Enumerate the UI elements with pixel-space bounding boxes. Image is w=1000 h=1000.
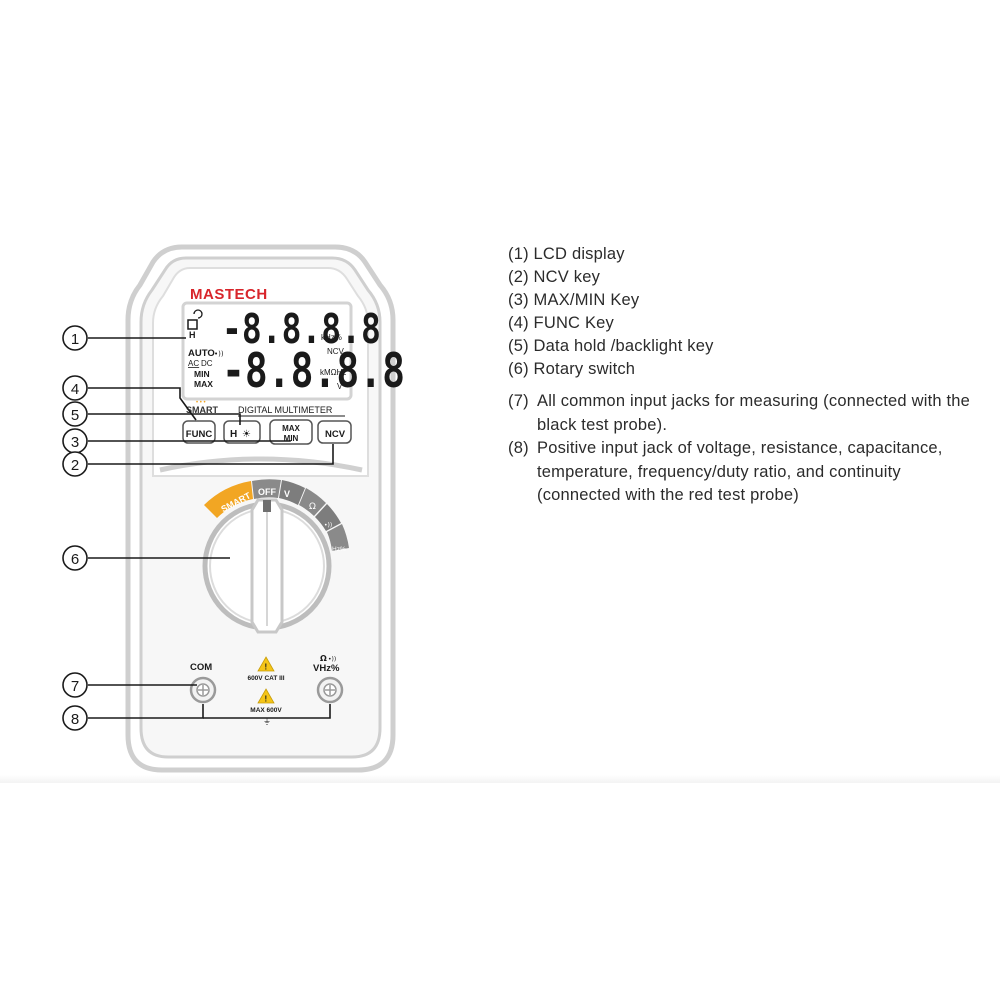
lcd-top-unit: kHz% (321, 333, 342, 342)
cat-rating-label: 600V CAT III (247, 675, 284, 682)
dial-volt-label: V (284, 489, 290, 499)
hold-icon: H (230, 429, 237, 440)
smart-dots: • • • (196, 400, 206, 406)
warning-icon-2: ! (257, 688, 275, 704)
dial-segment-volt (279, 480, 305, 505)
callout-3: 3 (62, 428, 88, 454)
legend-item-func: (4) FUNC Key (508, 314, 614, 332)
callout-7: 7 (62, 672, 88, 698)
callout-6-number: 6 (71, 551, 79, 568)
lcd-hold-indicator: H (189, 330, 196, 340)
callout-5: 5 (62, 401, 88, 427)
warning-icon: ! (257, 656, 275, 672)
callout-5-number: 5 (71, 407, 79, 424)
model-label: DIGITAL MULTIMETER (238, 405, 333, 415)
com-jack[interactable] (189, 676, 217, 704)
legend-item-hold: (5) Data hold /backlight key (508, 337, 714, 355)
legend-note-8-text: Positive input jack of voltage, resistan… (537, 439, 943, 504)
dial-segment-smart (204, 481, 253, 518)
smart-logo-small: SMART (186, 405, 218, 415)
svg-text:!: ! (265, 695, 268, 704)
dial-hz-label: Hz% (332, 546, 346, 553)
legend-note-7-text: All common input jacks for measuring (co… (537, 392, 971, 434)
callout-3-number: 3 (71, 434, 79, 451)
callout-1: 1 (62, 325, 88, 351)
lcd-max-label: MAX (194, 379, 213, 389)
maxmin-button-bottom: MIN (284, 434, 299, 443)
maxmin-button-top: MAX (282, 424, 300, 433)
legend-item-lcd: (1) LCD display (508, 245, 625, 263)
max-voltage-label: MAX 600V (250, 707, 282, 714)
ncv-button-label: NCV (325, 429, 346, 440)
callout-1-number: 1 (71, 331, 79, 348)
dial-sound-icon: •)) (324, 522, 332, 529)
func-button[interactable]: FUNC (182, 420, 216, 444)
sound-mini-icon: •)) (328, 656, 336, 663)
leader-lines (88, 337, 334, 719)
jack-area: COM Ω •)) VHz% ! 600V CAT III ! MAX 600V… (189, 654, 344, 726)
model-label-strip: SMART • • • DIGITAL MULTIMETER (186, 400, 345, 417)
lcd-bottom-unit: kMΩHz (320, 368, 346, 377)
panel-divider-arc (159, 456, 363, 473)
rotary-switch[interactable]: SMART OFF V Ω •)) Hz% (202, 479, 349, 634)
lcd-ncv-unit: NCV (327, 347, 345, 356)
dial-segment-ohm (299, 488, 326, 516)
legend-item-maxmin: (3) MAX/MIN Key (508, 291, 640, 309)
legend-item-rotary: (6) Rotary switch (508, 360, 636, 378)
lcd-indicator-icons: H (187, 309, 203, 340)
lcd-sound-icon: •)) (214, 350, 224, 358)
ncv-button[interactable]: NCV (317, 420, 352, 444)
lcd-top-digits: -8.8.8.8 (222, 304, 381, 353)
maxmin-button[interactable]: MAX MIN (269, 419, 313, 445)
brand-logo: MASTECH (190, 286, 268, 303)
dial-segment-off (252, 479, 281, 499)
bottom-fade (0, 775, 1000, 783)
hold-backlight-button[interactable]: H ☀ (223, 420, 261, 444)
lcd-display: -8.8.8.8 -8.8.8.8 kHz% NCV kMΩHz V AUTO … (181, 301, 405, 401)
func-button-label: FUNC (186, 429, 213, 440)
ohm-sound-label: Ω (320, 654, 327, 663)
callout-8: 8 (62, 705, 88, 731)
callout-6: 6 (62, 545, 88, 571)
svg-text:!: ! (265, 663, 268, 672)
callout-2: 2 (62, 451, 88, 477)
lcd-ac-label: AC (188, 359, 199, 368)
vhz-jack[interactable] (316, 676, 344, 704)
callout-8-number: 8 (71, 711, 79, 728)
legend: (1) LCD display (2) NCV key (3) MAX/MIN … (508, 243, 978, 508)
lcd-bottom-digits: -8.8.8.8 (222, 344, 405, 399)
legend-note-7-number: (7) (508, 392, 529, 410)
dial-segment-sound (315, 504, 341, 531)
dial-off-label: OFF (258, 487, 276, 497)
legend-note-8: (8) Positive input jack of voltage, resi… (508, 437, 978, 508)
vhz-label: VHz% (313, 663, 340, 674)
ground-icon: ⏚ (263, 717, 271, 726)
dial-ohm-label: Ω (309, 502, 316, 512)
lcd-dc-label: DC (201, 359, 213, 368)
legend-note-8-number: (8) (508, 439, 529, 457)
callout-4: 4 (62, 375, 88, 401)
dial-segment-hz (327, 524, 349, 551)
backlight-icon: ☀ (242, 429, 251, 440)
callout-4-number: 4 (71, 381, 79, 398)
callout-7-number: 7 (71, 678, 79, 695)
lcd-auto-label: AUTO (188, 348, 215, 359)
legend-item-ncv: (2) NCV key (508, 268, 601, 286)
com-label: COM (190, 662, 212, 673)
legend-note-7: (7) All common input jacks for measuring… (508, 390, 978, 437)
lcd-volt-unit: V (337, 382, 343, 391)
callout-2-number: 2 (71, 457, 79, 474)
lcd-min-label: MIN (194, 369, 210, 379)
